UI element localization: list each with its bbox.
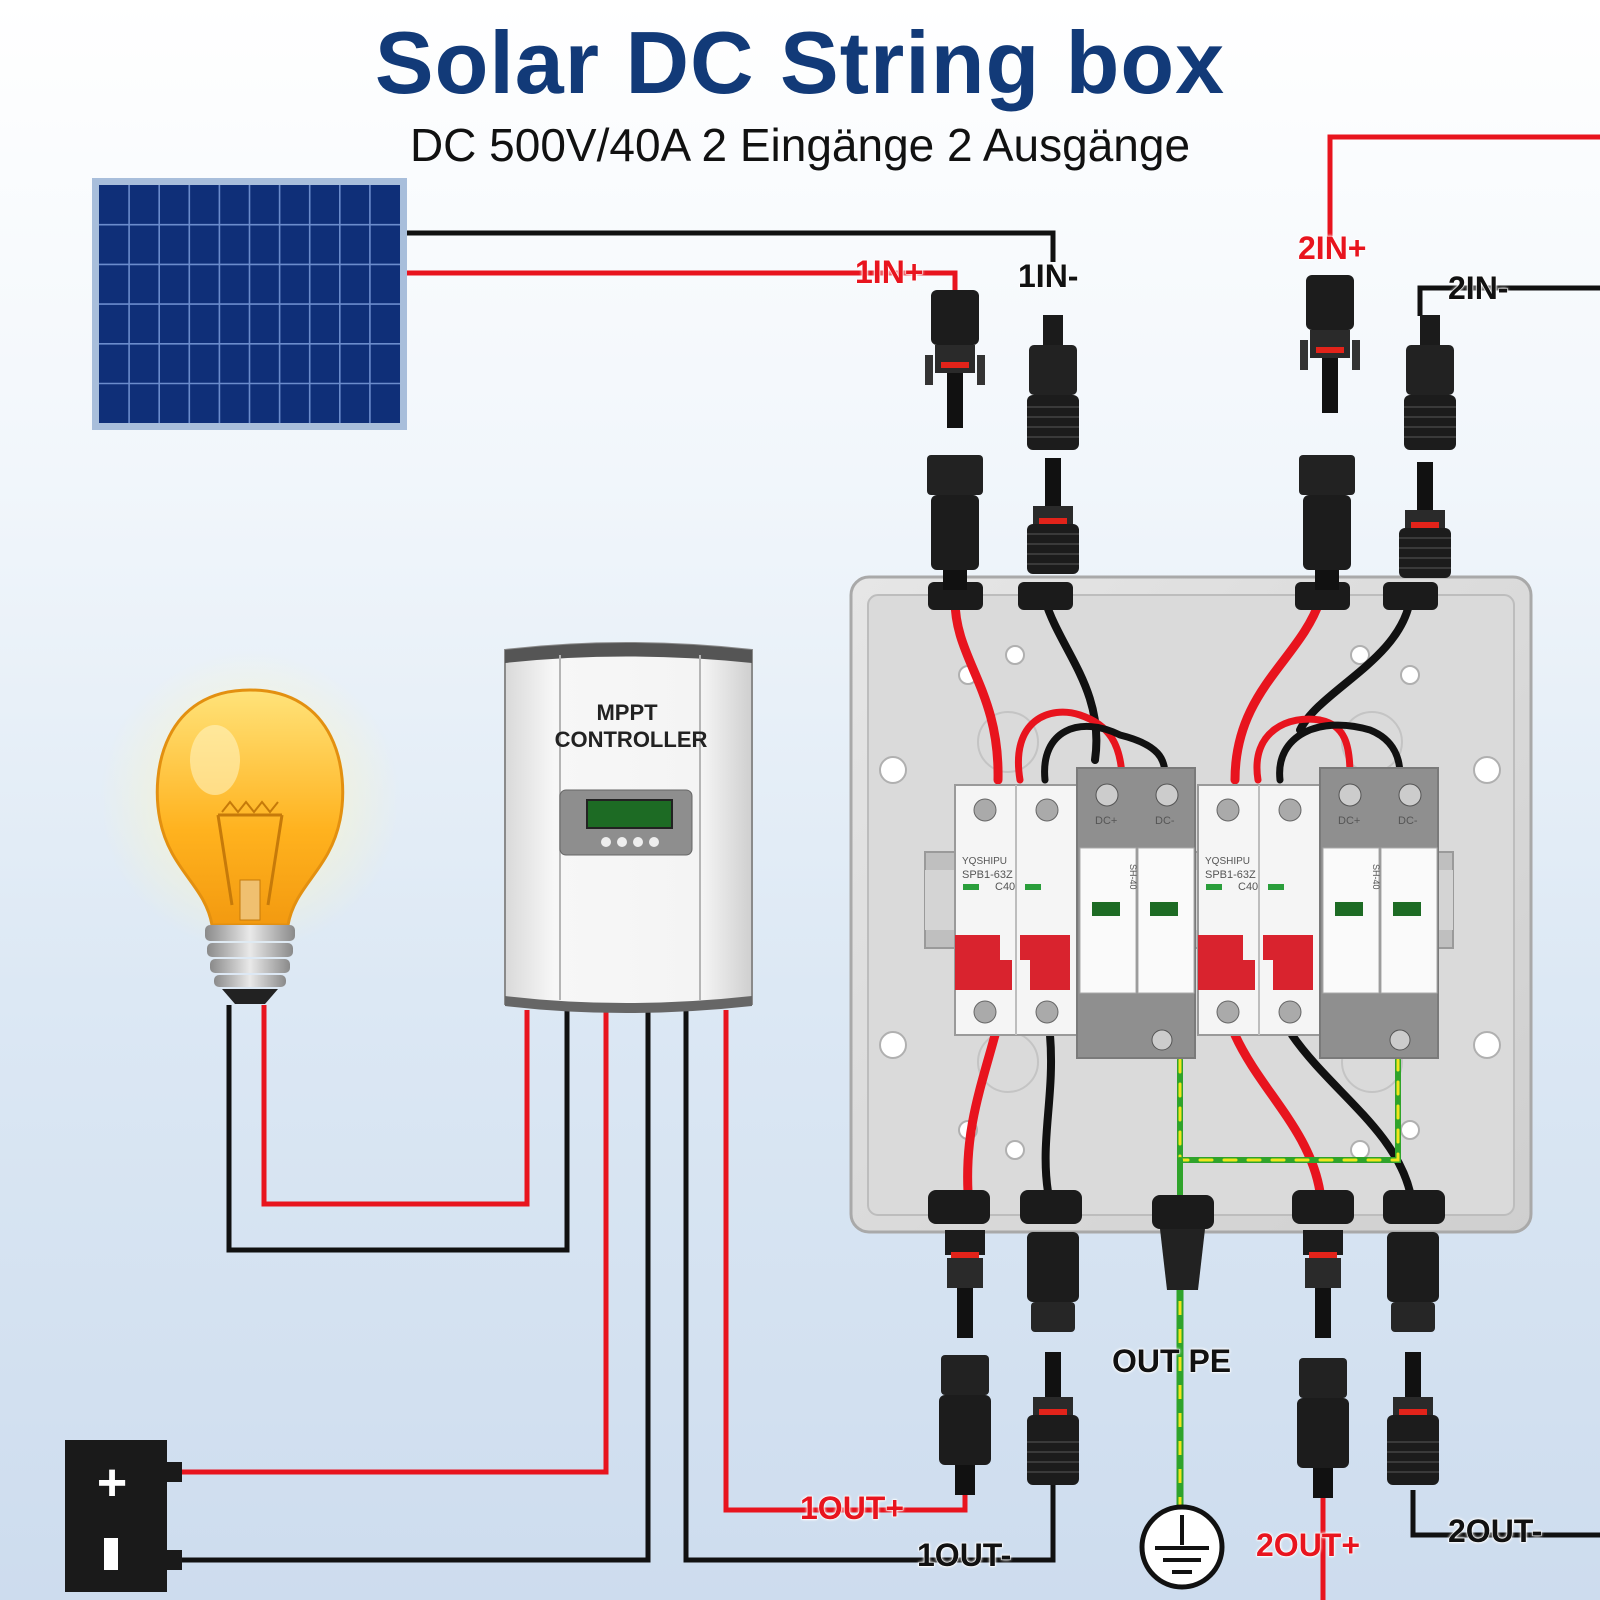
wire-battery-negative: [182, 1010, 651, 1563]
solar-panel: [92, 178, 407, 430]
mppt-controller: MPPT CONTROLLER: [504, 642, 753, 1013]
wire-1out-positive: [723, 1010, 968, 1513]
connector-1out-plus-plug: [939, 1355, 991, 1495]
label-1in-plus: 1IN+: [854, 254, 924, 291]
page-subtitle: DC 500V/40A 2 Eingänge 2 Ausgänge: [409, 119, 1191, 171]
wire-2in-negative: [1417, 285, 1600, 316]
breaker-2-model: SPB1-63Z: [1205, 869, 1256, 881]
label-1out-minus: 1OUT-: [916, 1537, 1012, 1574]
spd-1-minus-label: DC-: [1155, 815, 1175, 827]
wire-1out-negative: [683, 1010, 1056, 1563]
connector-1out-minus-plug: [1027, 1352, 1079, 1485]
connector-1in-plus-socket: [927, 455, 983, 590]
connector-2out-plus-plug: [1297, 1358, 1349, 1498]
spd-2-minus-label: DC-: [1398, 815, 1418, 827]
wire-2in-positive: [1327, 134, 1600, 236]
surge-protector-1: DC+ DC- SH-40: [1076, 767, 1196, 1059]
label-2in-plus: 2IN+: [1297, 230, 1367, 267]
connector-1out-minus-socket: [1027, 1232, 1079, 1332]
circuit-breaker-1: YQSHIPU SPB1-63Z C40: [954, 784, 1078, 1036]
wire-bulb-negative: [226, 1005, 570, 1253]
connector-2in-minus-plug: [1404, 315, 1456, 450]
label-out-pe: OUT PE: [1111, 1343, 1232, 1380]
internal-wiring: [950, 595, 1414, 1208]
surge-protector-2: DC+ DC- SH-40: [1319, 767, 1439, 1059]
connector-2out-plus-socket: [1303, 1230, 1343, 1338]
breaker-1-rating: C40: [995, 881, 1015, 893]
wire-bulb-positive: [261, 1005, 530, 1207]
breaker-2-rating: C40: [1238, 881, 1258, 893]
connector-2in-plus-plug: [1300, 275, 1360, 413]
controller-label-line2: CONTROLLER: [555, 727, 708, 752]
circuit-breaker-2: YQSHIPU SPB1-63Z C40: [1197, 784, 1321, 1036]
connector-1in-minus-socket: [1027, 458, 1079, 574]
cable-glands: [928, 582, 1445, 1290]
light-bulb-icon: [100, 650, 400, 1004]
connector-2in-minus-socket: [1399, 462, 1451, 578]
battery-minus-bar: [104, 1538, 118, 1570]
connector-1in-minus-plug: [1027, 315, 1079, 450]
wire-2out-negative: [1410, 1490, 1600, 1538]
breaker-1-brand: YQSHIPU: [962, 856, 1007, 867]
spd-1-plus-label: DC+: [1095, 815, 1117, 827]
spd-1-model: SH-40: [1128, 864, 1138, 890]
wire-panel-negative: [405, 230, 1056, 262]
label-2in-minus: 2IN-: [1447, 270, 1509, 307]
wire-panel-positive: [405, 270, 958, 293]
battery-icon: +: [65, 1440, 182, 1592]
connector-1in-plus-plug: [925, 290, 985, 428]
connector-1out-plus-socket: [945, 1230, 985, 1338]
label-1out-plus: 1OUT+: [799, 1490, 905, 1527]
page-title: Solar DC String box: [374, 13, 1226, 112]
label-2out-minus: 2OUT-: [1447, 1513, 1543, 1550]
wires: [182, 134, 1600, 1600]
label-2out-plus: 2OUT+: [1255, 1527, 1361, 1564]
spd-2-plus-label: DC+: [1338, 815, 1360, 827]
battery-plus-symbol: +: [97, 1454, 127, 1512]
mc4-connectors: [925, 275, 1456, 1498]
ground-icon: [1139, 1504, 1225, 1590]
breaker-1-model: SPB1-63Z: [962, 869, 1013, 881]
connector-2out-minus-plug: [1387, 1352, 1439, 1485]
connector-2out-minus-socket: [1387, 1232, 1439, 1332]
connector-2in-plus-socket: [1299, 455, 1355, 590]
breaker-2-brand: YQSHIPU: [1205, 856, 1250, 867]
spd-2-model: SH-40: [1371, 864, 1381, 890]
label-1in-minus: 1IN-: [1017, 258, 1079, 295]
controller-label-line1: MPPT: [596, 700, 658, 725]
wire-battery-positive: [182, 1010, 609, 1475]
